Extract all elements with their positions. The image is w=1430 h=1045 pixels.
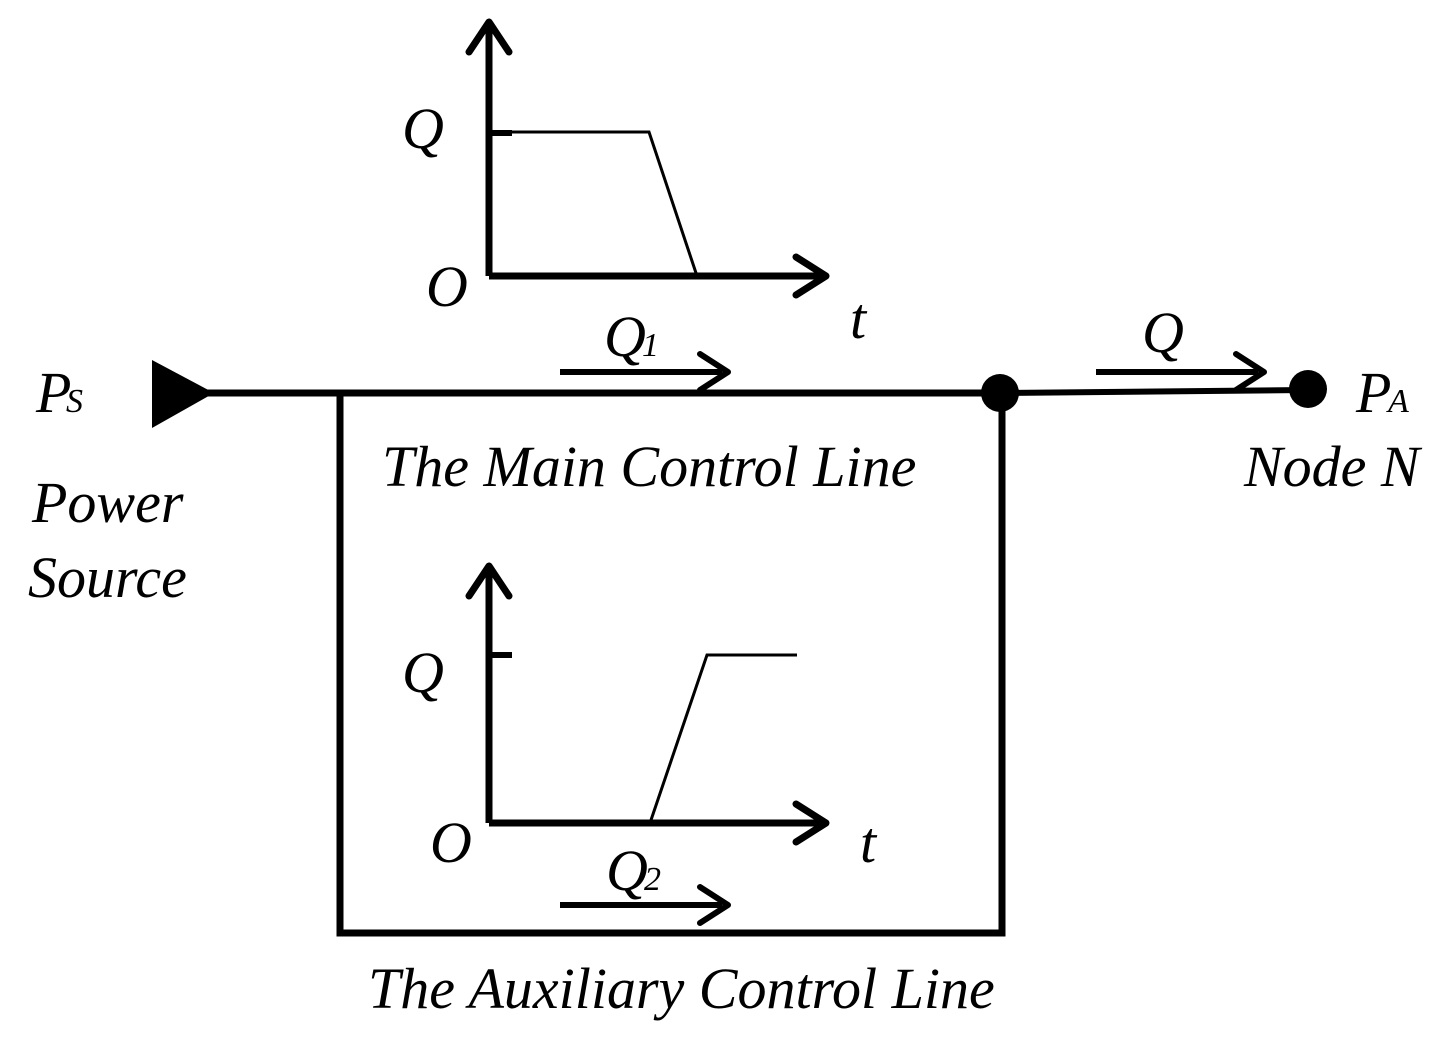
aux-graph-y-label: Q bbox=[402, 640, 444, 705]
source-pressure-subscript: S bbox=[66, 383, 83, 420]
aux-graph: Q O t bbox=[402, 562, 878, 875]
main-graph-x-label: t bbox=[850, 286, 868, 351]
auxiliary-control-line bbox=[336, 393, 1006, 937]
node-a-dot bbox=[1289, 370, 1327, 408]
output-flow-arrow bbox=[1096, 351, 1267, 393]
source-name-line1: Power bbox=[31, 470, 184, 535]
aux-flow-subscript: 2 bbox=[644, 861, 661, 898]
main-graph-y-label: Q bbox=[402, 96, 444, 161]
aux-graph-y-arrowhead bbox=[465, 562, 513, 600]
main-graph-y-arrowhead bbox=[465, 18, 513, 56]
main-graph-x-arrowhead bbox=[792, 253, 830, 299]
aux-flow-symbol: Q bbox=[606, 838, 648, 903]
main-graph: Q O t bbox=[402, 18, 868, 351]
node-pressure-symbol: P bbox=[1355, 360, 1391, 425]
node-pressure-label: P A bbox=[1355, 360, 1409, 425]
aux-graph-origin-label: O bbox=[430, 810, 472, 875]
aux-flow-label: Q 2 bbox=[606, 838, 661, 903]
output-flow-label: Q bbox=[1142, 300, 1184, 365]
aux-graph-x-arrowhead bbox=[792, 800, 830, 846]
main-graph-curve bbox=[489, 130, 699, 277]
main-line-label: The Main Control Line bbox=[382, 434, 916, 499]
source-pressure-label: P S bbox=[35, 360, 83, 425]
source-name-line2: Source bbox=[28, 545, 187, 610]
source-triangle-icon bbox=[152, 360, 214, 428]
main-graph-origin-label: O bbox=[426, 254, 468, 319]
aux-graph-curve bbox=[648, 653, 797, 824]
aux-line-label: The Auxiliary Control Line bbox=[368, 956, 995, 1021]
aux-graph-x-label: t bbox=[860, 810, 878, 875]
junction-node bbox=[981, 374, 1019, 412]
main-control-line bbox=[200, 387, 1306, 397]
main-flow-arrow bbox=[560, 351, 731, 393]
node-pressure-subscript: A bbox=[1386, 383, 1409, 420]
aux-flow-arrow bbox=[560, 884, 731, 926]
main-flow-symbol: Q bbox=[604, 304, 646, 369]
node-name-label: Node N bbox=[1243, 434, 1423, 499]
source-pressure-symbol: P bbox=[35, 360, 71, 425]
main-flow-label: Q 1 bbox=[604, 304, 659, 369]
main-flow-subscript: 1 bbox=[642, 327, 659, 364]
